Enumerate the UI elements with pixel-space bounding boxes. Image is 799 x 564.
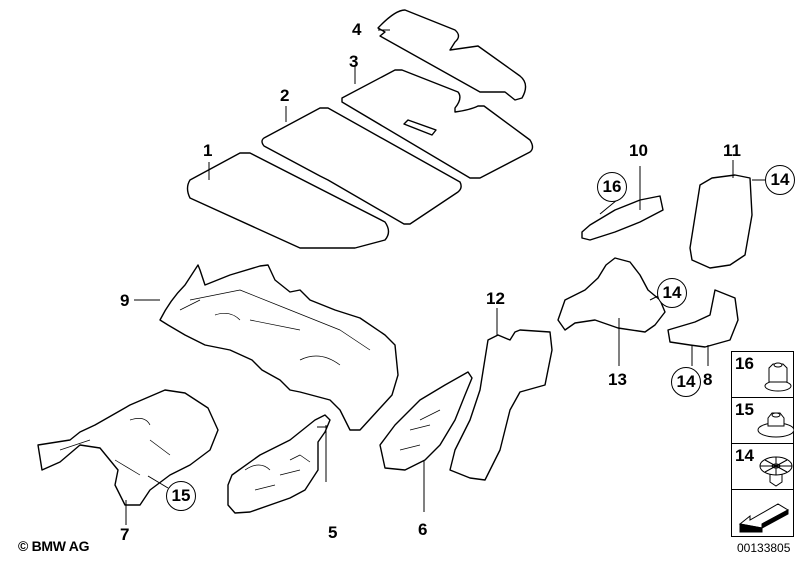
legend-cell-arrow [732,490,793,538]
circled-callout-15: 15 [166,481,196,511]
collar-nut-icon [764,362,792,392]
callout-4: 4 [352,20,362,39]
callout-3: 3 [349,52,359,71]
circled-callout-14-mid: 14 [657,278,687,308]
callout-12: 12 [486,289,505,308]
part-11-cover [689,174,753,269]
leader-lines [125,29,765,525]
callout-5: 5 [328,523,338,542]
legend-label-15: 15 [735,400,754,419]
callout-11: 11 [723,141,741,160]
part-13-arch [557,257,666,333]
circled-callout-14-upper: 14 [765,165,795,195]
part-2-mat [261,107,462,225]
part-9-floor [159,264,399,431]
part-1-mat [186,152,390,249]
part-7-detail [59,418,171,476]
fastener-legend: 16 15 14 [731,351,794,537]
part-6-panel [379,371,473,471]
expanding-clip-icon [759,456,793,487]
part-6-detail [399,409,441,451]
callout-8: 8 [703,370,713,389]
callout-9: 9 [120,291,130,310]
legend-label-16: 16 [735,354,754,373]
callout-13: 13 [608,370,627,389]
legend-cell-14: 14 [732,444,793,490]
copyright-text: © BMW AG [18,538,90,554]
flange-nut-icon [757,412,794,438]
part-3-slot [403,119,437,136]
part-5-panel [227,414,331,514]
legend-label-14: 14 [735,446,754,465]
callout-2: 2 [280,86,290,105]
part-9-detail [179,289,371,366]
part-8-bracket [667,289,739,348]
document-number: 00133805 [737,541,791,555]
legend-cell-15: 15 [732,398,794,444]
callout-10: 10 [629,141,648,160]
circled-callout-14-lower: 14 [671,367,701,397]
callout-7: 7 [120,525,130,544]
circled-callout-16: 16 [597,172,627,202]
callout-6: 6 [418,520,428,539]
part-5-detail [244,454,311,491]
part-7-tunnel [37,389,219,506]
part-10-bracket [581,195,664,241]
part-3-mat [341,69,534,179]
legend-cell-16: 16 [732,352,793,398]
part-4-mat [377,9,527,101]
direction-arrow-icon [738,503,790,533]
callout-1: 1 [203,141,213,160]
part-12-trim [449,329,553,481]
